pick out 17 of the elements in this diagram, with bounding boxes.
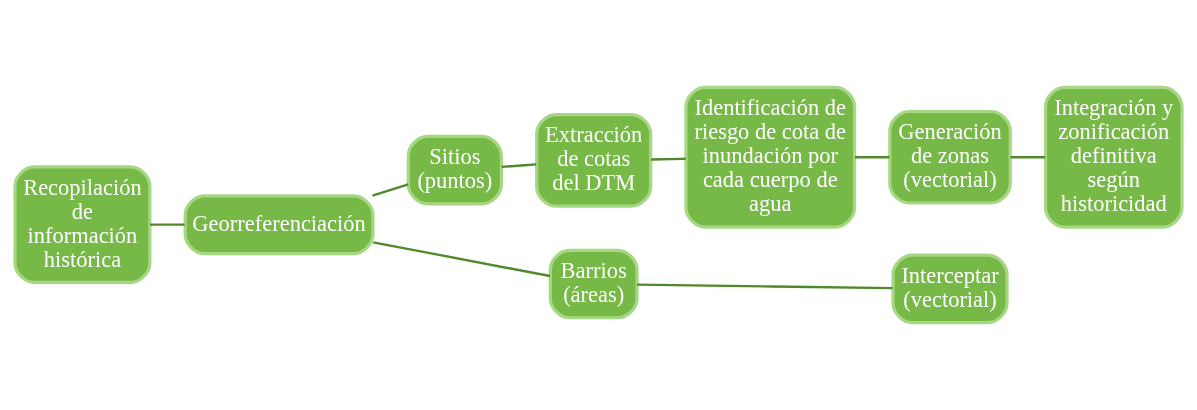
node-box: Generación de zonas (vectorial): [888, 109, 1012, 205]
connector: [855, 156, 890, 159]
connector: [372, 183, 409, 197]
connector: [373, 241, 551, 278]
connector: [637, 283, 893, 290]
node-box: Recopilación de información histórica: [13, 165, 152, 285]
connector: [1010, 156, 1046, 159]
node-box: Integración y zonificación definitiva según historicidad: [1043, 85, 1184, 229]
node-box: Identificación de riesgo de cota de inundación por cada cuerpo de agua: [684, 85, 857, 229]
node-box: Interceptar (vectorial): [891, 253, 1009, 325]
node-box: Georreferenciación: [183, 194, 375, 256]
connector: [501, 163, 537, 169]
node-box: Sitios (puntos): [406, 134, 503, 206]
node-box: Barrios (áreas): [548, 248, 639, 320]
connector: [651, 157, 686, 161]
connector: [150, 223, 185, 226]
node-box: Extracción de cotas del DTM: [535, 113, 653, 208]
